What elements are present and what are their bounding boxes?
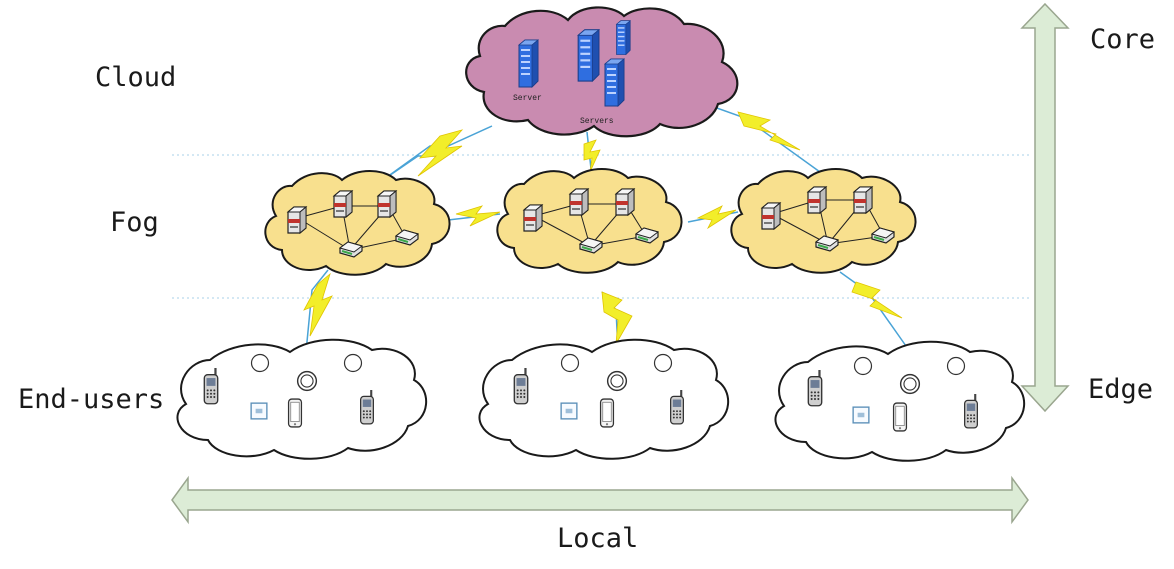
- end-users-cloud-shape: [176, 338, 428, 460]
- tablet-icon: [287, 398, 303, 428]
- fog-server-icon: [523, 204, 543, 232]
- fog-server-icon: [615, 188, 635, 216]
- device-chip-icon: [560, 402, 578, 420]
- lightning-bolt: [583, 139, 601, 173]
- edge-label: Edge: [1088, 374, 1153, 405]
- server-icon: [518, 39, 539, 88]
- local-label: Local: [557, 523, 638, 554]
- lightning-link: [305, 269, 329, 353]
- sensor-ring-icon: [899, 373, 921, 395]
- sensor-ring-icon: [606, 370, 628, 392]
- cloud-label: Cloud: [95, 62, 176, 93]
- lightning-bolt: [737, 111, 801, 151]
- fog-server-icon: [569, 188, 589, 216]
- sensor-circle-icon: [560, 353, 580, 373]
- local-arrow: [171, 475, 1029, 525]
- server-icon: [604, 58, 625, 107]
- fog-server-icon: [807, 186, 827, 214]
- fog-server-icon: [761, 202, 781, 230]
- lightning-bolt: [851, 281, 903, 319]
- fog-server-icon: [333, 190, 353, 218]
- server-icon: [616, 20, 631, 55]
- lightning-bolt: [601, 291, 633, 345]
- sensor-circle-icon: [853, 356, 873, 376]
- fog-cloud-middle: [496, 168, 683, 274]
- lightning-link: [699, 101, 821, 173]
- lightning-bolt: [455, 205, 501, 227]
- lightning-link: [839, 271, 907, 347]
- sensor-circle-icon: [250, 353, 270, 373]
- server-label: Server: [513, 94, 542, 103]
- end-users-cloud-left: [176, 338, 428, 460]
- lightning-bolt: [417, 129, 464, 177]
- lightning-bolt: [303, 272, 333, 337]
- device-chip-icon: [250, 402, 268, 420]
- wireless-links: [303, 101, 907, 353]
- fog-server-icon: [853, 186, 873, 214]
- fog-cloud-right: [730, 168, 917, 274]
- server-icon: [577, 29, 600, 82]
- fog-server-icon: [287, 206, 307, 234]
- sensor-circle-icon: [343, 353, 363, 373]
- end-users-cloud-right: [774, 340, 1026, 462]
- fog-cloud-shape: [264, 170, 451, 276]
- end-users-label: End-users: [18, 384, 164, 415]
- fog-cloud-shape: [730, 168, 917, 274]
- core-label: Core: [1090, 24, 1155, 55]
- fog-cloud-shape: [496, 168, 683, 274]
- end-users-tier: [176, 338, 1026, 462]
- tablet-icon: [892, 402, 908, 432]
- core-edge-arrow: [1020, 2, 1070, 413]
- sensor-circle-icon: [653, 353, 673, 373]
- tablet-icon: [599, 398, 615, 428]
- end-users-cloud-middle: [478, 338, 730, 460]
- fog-tier: [264, 168, 917, 276]
- device-chip-icon: [852, 406, 870, 424]
- cloud-tier: Server Servers: [465, 6, 739, 138]
- fog-label: Fog: [110, 207, 159, 238]
- lightning-bolt: [696, 205, 737, 230]
- fog-server-icon: [377, 190, 397, 218]
- sensor-ring-icon: [296, 370, 318, 392]
- fog-cloud-left: [264, 170, 451, 276]
- sensor-circle-icon: [946, 356, 966, 376]
- servers-label: Servers: [580, 117, 614, 126]
